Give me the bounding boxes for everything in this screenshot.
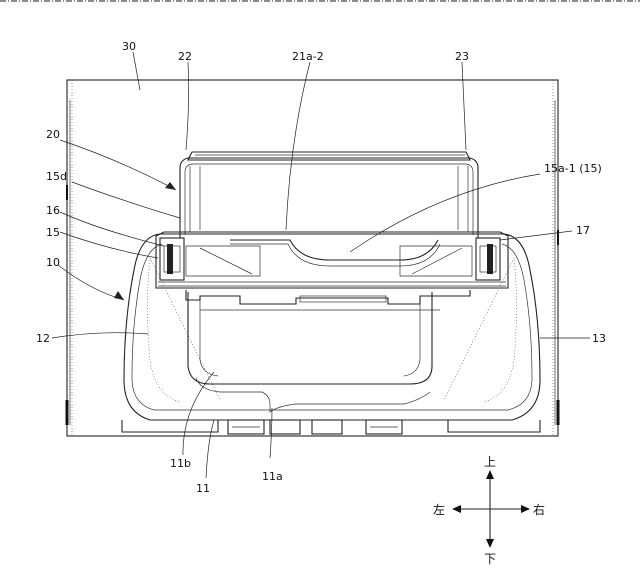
- label-15: 15: [46, 226, 60, 239]
- label-21a-2: 21a-2: [292, 50, 324, 63]
- label-11b: 11b: [170, 457, 191, 470]
- label-12: 12: [36, 332, 50, 345]
- direction-right-label: 右: [533, 502, 545, 517]
- member-10-body: [124, 234, 540, 420]
- label-10: 10: [46, 256, 60, 269]
- label-23: 23: [455, 50, 469, 63]
- label-20: 20: [46, 128, 60, 141]
- lower-rail: [186, 290, 470, 310]
- label-16: 16: [46, 204, 60, 217]
- label-15a-1: 15a-1 (15): [544, 162, 602, 175]
- member-20-frame: [180, 152, 478, 238]
- direction-up-label: 上: [484, 455, 496, 469]
- member-15-bar: [156, 232, 508, 288]
- label-15d: 15d: [46, 170, 67, 183]
- latch-16: [160, 238, 184, 280]
- latch-17: [476, 238, 500, 280]
- leader-lines: [52, 52, 590, 478]
- label-13: 13: [592, 332, 606, 345]
- label-17: 17: [576, 224, 590, 237]
- direction-indicator: 上 下 左 右: [433, 455, 545, 566]
- label-11a: 11a: [262, 470, 283, 483]
- direction-down-label: 下: [484, 552, 496, 566]
- direction-left-label: 左: [433, 502, 445, 517]
- label-30: 30: [122, 40, 136, 53]
- label-22: 22: [178, 50, 192, 63]
- label-11: 11: [196, 482, 210, 495]
